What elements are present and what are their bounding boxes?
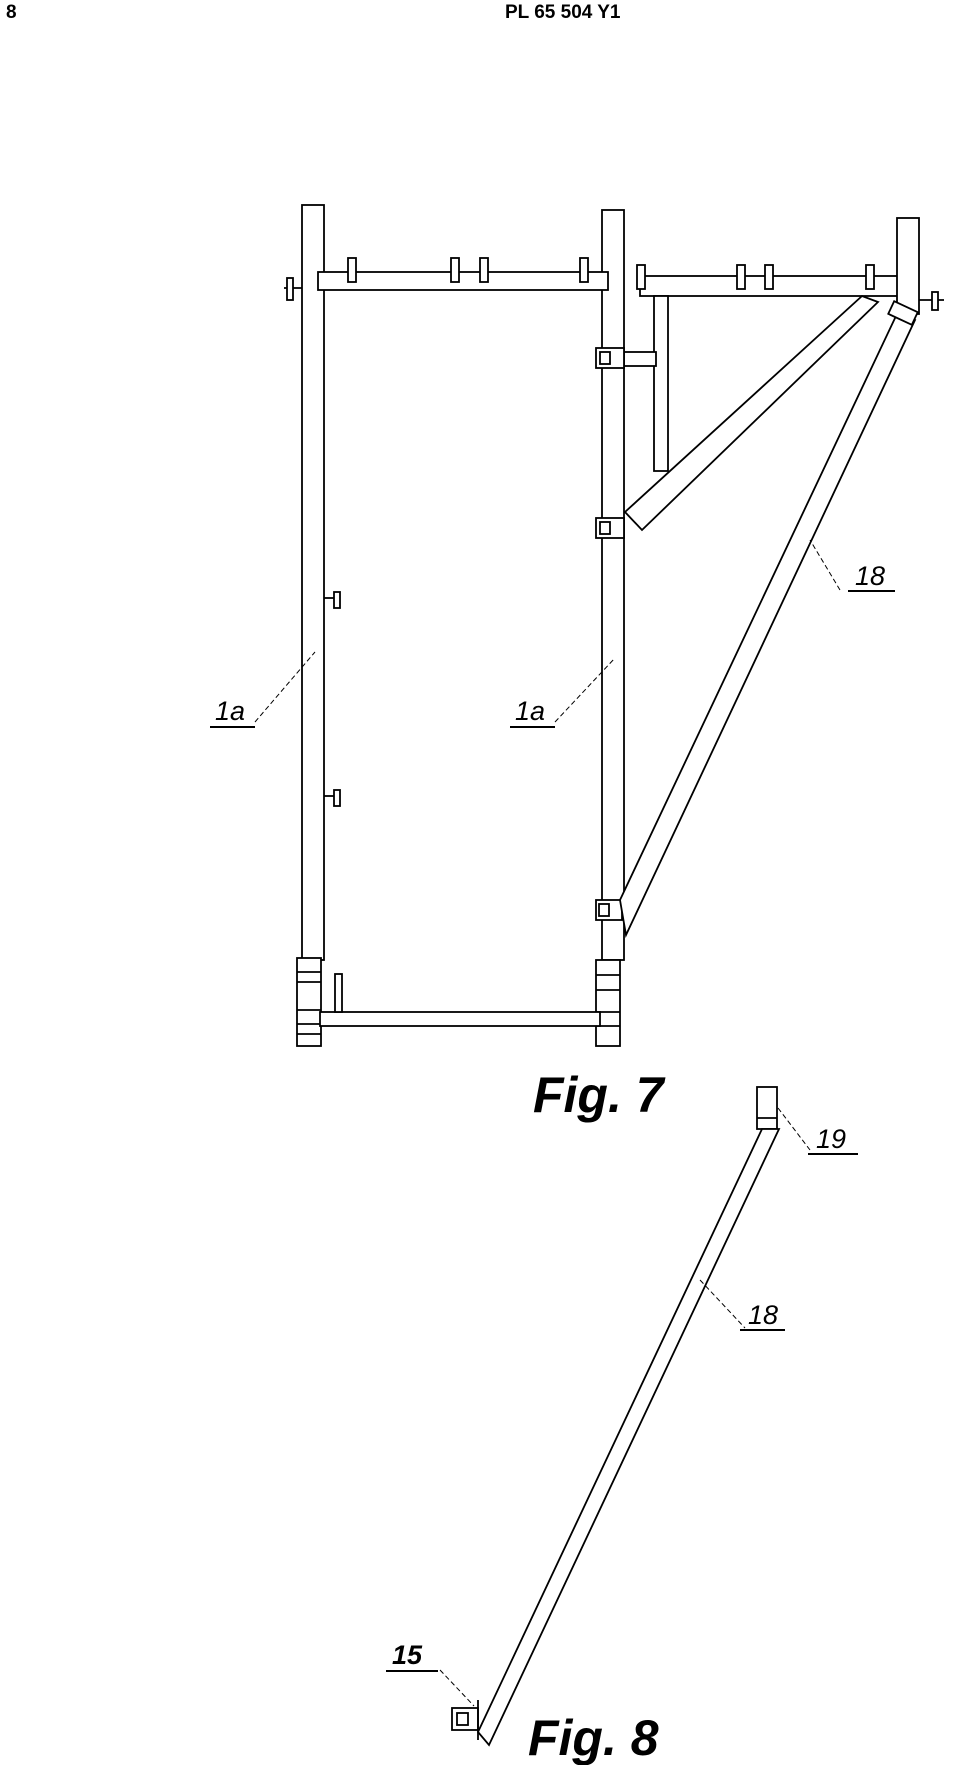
bracket-vertical-strut bbox=[653, 295, 669, 472]
frame-bottom-ledger bbox=[319, 1011, 601, 1027]
brace-18-top-end bbox=[887, 299, 919, 327]
svg-text:15: 15 bbox=[392, 1640, 423, 1670]
left-post-hooks bbox=[324, 591, 341, 807]
right-base-socket bbox=[595, 959, 621, 1047]
fig7-label-1a-right: 1a bbox=[510, 657, 616, 728]
svg-text:19: 19 bbox=[816, 1124, 846, 1154]
figure-7-drawing bbox=[284, 204, 944, 1047]
svg-text:18: 18 bbox=[855, 561, 885, 591]
left-upright bbox=[301, 204, 325, 961]
brace-top-fitting-19 bbox=[756, 1086, 778, 1130]
left-base-socket bbox=[296, 957, 322, 1047]
svg-text:1a: 1a bbox=[215, 696, 245, 726]
figure-7-caption: Fig. 7 bbox=[533, 1067, 666, 1123]
frame-transom-pins bbox=[347, 257, 589, 283]
fig7-label-18: 18 bbox=[809, 539, 895, 592]
bracket-outer-post bbox=[896, 217, 920, 315]
figure-8-drawing bbox=[451, 1086, 781, 1747]
post-couplers bbox=[595, 347, 625, 921]
bracket-end-hook bbox=[919, 291, 944, 311]
left-top-hook bbox=[284, 277, 302, 301]
fig8-label-15: 15 bbox=[386, 1640, 475, 1707]
bracket-beam-pins bbox=[636, 264, 875, 290]
fig8-label-19: 19 bbox=[777, 1107, 858, 1155]
frame-top-transom bbox=[317, 271, 609, 291]
document-id: PL 65 504 Y1 bbox=[505, 2, 621, 23]
brace-18 bbox=[476, 1128, 781, 1747]
bracket-diagonal-brace bbox=[623, 294, 880, 532]
bracket-upper-tie bbox=[623, 351, 657, 367]
right-upright bbox=[601, 209, 625, 961]
fig8-label-18: 18 bbox=[699, 1279, 785, 1331]
brace-bottom-coupler-15 bbox=[451, 1700, 479, 1740]
page-number: 8 bbox=[6, 2, 17, 23]
fig7-label-1a-left: 1a bbox=[210, 651, 316, 728]
svg-text:1a: 1a bbox=[515, 696, 545, 726]
bottom-ledger-pin bbox=[334, 973, 343, 1013]
figure-8-caption: Fig. 8 bbox=[528, 1710, 659, 1765]
svg-text:18: 18 bbox=[748, 1300, 778, 1330]
